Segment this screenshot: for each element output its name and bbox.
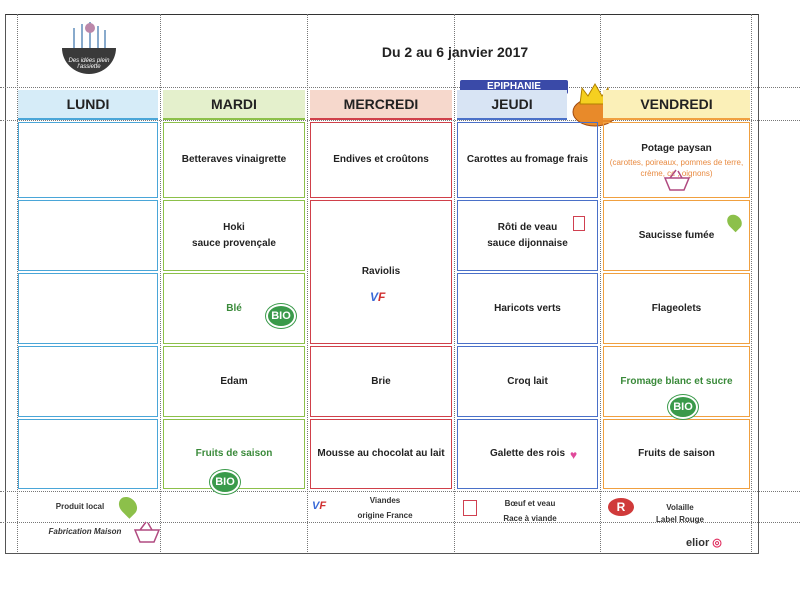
menu-cell: Potage paysan (carottes, poireaux, pommes… — [603, 122, 750, 198]
dish-name: Edam — [220, 375, 248, 387]
dish-name: Mousse au chocolat au lait — [317, 448, 445, 459]
menu-frame — [5, 14, 759, 554]
dish-name: Brie — [371, 375, 391, 387]
divider — [160, 14, 161, 552]
divider — [0, 87, 800, 88]
divider — [307, 14, 308, 552]
dish-name: Hoki — [223, 221, 245, 233]
divider — [0, 522, 800, 523]
divider — [0, 120, 800, 121]
menu-cell — [18, 200, 158, 271]
menu-cell — [18, 273, 158, 344]
day-header-vendredi: VENDREDI — [603, 90, 750, 120]
legend-lr-line1: Volaille — [666, 503, 694, 512]
menu-cell: Flageolets — [603, 273, 750, 344]
basket-icon — [132, 520, 162, 551]
brand-name: elior — [686, 537, 710, 549]
legend-maison: Fabrication Maison — [48, 527, 122, 536]
basket-icon — [662, 168, 692, 199]
legend-vf-line1: Viandes — [369, 496, 401, 505]
viandes-france-icon: VF — [312, 500, 327, 512]
label-rouge-icon: R — [608, 498, 634, 516]
dish-name: Fruits de saison — [638, 448, 715, 459]
menu-cell: Haricots verts — [457, 273, 598, 344]
divider — [454, 14, 455, 552]
menu-cell: Galette des rois — [457, 419, 598, 489]
menu-cell: Croq lait — [457, 346, 598, 417]
divider — [600, 14, 601, 552]
menu-title: Du 2 au 6 janvier 2017 — [381, 44, 529, 60]
legend-vf: Viandes origine France — [330, 493, 440, 523]
dish-name-line2: sauce provençale — [192, 237, 276, 249]
bio-badge: BIO — [668, 395, 698, 419]
svg-text:Des idées plein: Des idées plein — [68, 58, 110, 64]
day-header-mardi: MARDI — [163, 90, 305, 120]
day-header-mercredi: MERCREDI — [310, 90, 452, 120]
dish-name: Galette des rois — [489, 448, 566, 459]
dish-name: Haricots verts — [494, 302, 561, 314]
legend-local: Produit local — [55, 502, 105, 511]
beef-race-icon — [573, 216, 585, 231]
viandes-france-icon: VF — [370, 290, 386, 304]
menu-cell — [18, 419, 158, 489]
dish-name: Endives et croûtons — [333, 154, 429, 165]
menu-cell: Endives et croûtons — [310, 122, 452, 198]
dish-name: Potage paysan — [641, 142, 712, 154]
menu-cell — [18, 346, 158, 417]
svg-text:l'assiette: l'assiette — [77, 64, 101, 70]
menu-cell: Betteraves vinaigrette — [163, 122, 305, 198]
bio-badge: BIO — [210, 470, 240, 494]
day-header-jeudi: JEUDI — [457, 90, 567, 120]
menu-cell: Fruits de saison — [603, 419, 750, 489]
heart-icon: ♥ — [570, 448, 578, 462]
dish-name-line2: sauce dijonnaise — [487, 237, 568, 249]
dish-name: Carottes au fromage frais — [466, 154, 589, 165]
dish-name: Rôti de veau — [497, 221, 558, 233]
menu-cell: Hoki sauce provençale — [163, 200, 305, 271]
day-header-lundi: LUNDI — [18, 90, 158, 120]
menu-cell: Rôti de veau sauce dijonnaise — [457, 200, 598, 271]
menu-cell: Blé — [163, 273, 305, 344]
dish-name: Fromage blanc et sucre — [620, 375, 733, 387]
legend-beef-line1: Bœuf et veau — [504, 499, 556, 508]
menu-cell: Edam — [163, 346, 305, 417]
dish-name: Croq lait — [507, 375, 548, 387]
dish-detail: (carottes, poireaux, pommes de terre, — [609, 157, 744, 167]
dish-name: Betteraves vinaigrette — [181, 154, 287, 165]
legend-beef-line2: Race à viande — [503, 514, 557, 524]
divider — [0, 491, 800, 492]
legend-lr-line2: Label Rouge — [655, 515, 704, 524]
dish-name: Saucisse fumée — [638, 229, 715, 241]
dish-name: Raviolis — [361, 266, 401, 277]
dish-name: Fruits de saison — [195, 448, 273, 459]
legend-vf-line2: origine France — [357, 511, 413, 521]
menu-cell: Brie — [310, 346, 452, 417]
dish-name: Flageolets — [651, 302, 702, 314]
divider — [17, 14, 18, 552]
bio-badge: BIO — [266, 304, 296, 328]
menu-cell: Mousse au chocolat au lait — [310, 419, 452, 489]
menu-cell: Saucisse fumée — [603, 200, 750, 271]
beef-race-icon — [463, 500, 477, 516]
menu-cell — [18, 122, 158, 198]
dish-name: Blé — [226, 302, 242, 314]
dish-detail: crème, cc , oignons) — [640, 169, 713, 178]
divider — [751, 14, 752, 552]
elior-logo: elior ◎ — [686, 537, 722, 549]
menu-cell: Raviolis — [310, 200, 452, 344]
menu-cell: Carottes au fromage frais — [457, 122, 598, 198]
